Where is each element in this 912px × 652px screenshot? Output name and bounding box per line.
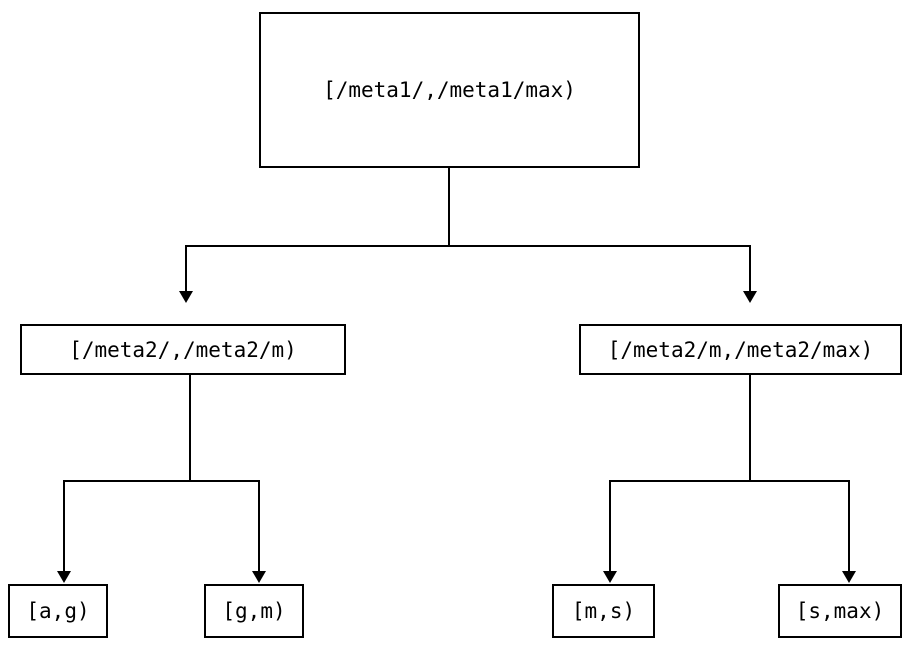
arrowhead-leaf-1 xyxy=(57,571,71,583)
edge-branch-right-crossbar xyxy=(609,480,850,482)
edge-branch-right-to-leaf-3 xyxy=(609,480,611,572)
node-leaf-3-label: [m,s) xyxy=(571,599,636,623)
edge-branch-left-to-leaf-1 xyxy=(63,480,65,572)
arrowhead-branch-right xyxy=(743,291,757,303)
arrowhead-leaf-2 xyxy=(252,571,266,583)
node-branch-left[interactable]: [/meta2/,/meta2/m) xyxy=(20,324,346,375)
edge-branch-left-crossbar xyxy=(63,480,260,482)
node-branch-right[interactable]: [/meta2/m,/meta2/max) xyxy=(579,324,902,375)
edge-branch-right-to-leaf-4 xyxy=(848,480,850,572)
arrowhead-branch-left xyxy=(179,291,193,303)
node-root-label: [/meta1/,/meta1/max) xyxy=(323,78,576,102)
node-leaf-1[interactable]: [a,g) xyxy=(8,584,108,638)
arrowhead-leaf-4 xyxy=(842,571,856,583)
edge-branch-left-stem xyxy=(189,375,191,481)
edge-root-crossbar xyxy=(185,245,750,247)
node-leaf-4[interactable]: [s,max) xyxy=(778,584,902,638)
node-leaf-4-label: [s,max) xyxy=(795,599,885,623)
edge-branch-right-stem xyxy=(749,375,751,481)
arrowhead-leaf-3 xyxy=(603,571,617,583)
node-leaf-3[interactable]: [m,s) xyxy=(552,584,655,638)
node-branch-left-label: [/meta2/,/meta2/m) xyxy=(69,337,297,362)
node-leaf-2-label: [g,m) xyxy=(222,599,286,623)
node-leaf-1-label: [a,g) xyxy=(26,599,90,623)
edge-root-to-branch-right xyxy=(749,245,751,291)
edge-root-to-branch-left xyxy=(185,245,187,291)
edge-root-stem xyxy=(448,168,450,246)
node-root[interactable]: [/meta1/,/meta1/max) xyxy=(259,12,640,168)
node-leaf-2[interactable]: [g,m) xyxy=(204,584,304,638)
node-branch-right-label: [/meta2/m,/meta2/max) xyxy=(607,337,874,362)
edge-branch-left-to-leaf-2 xyxy=(258,480,260,572)
